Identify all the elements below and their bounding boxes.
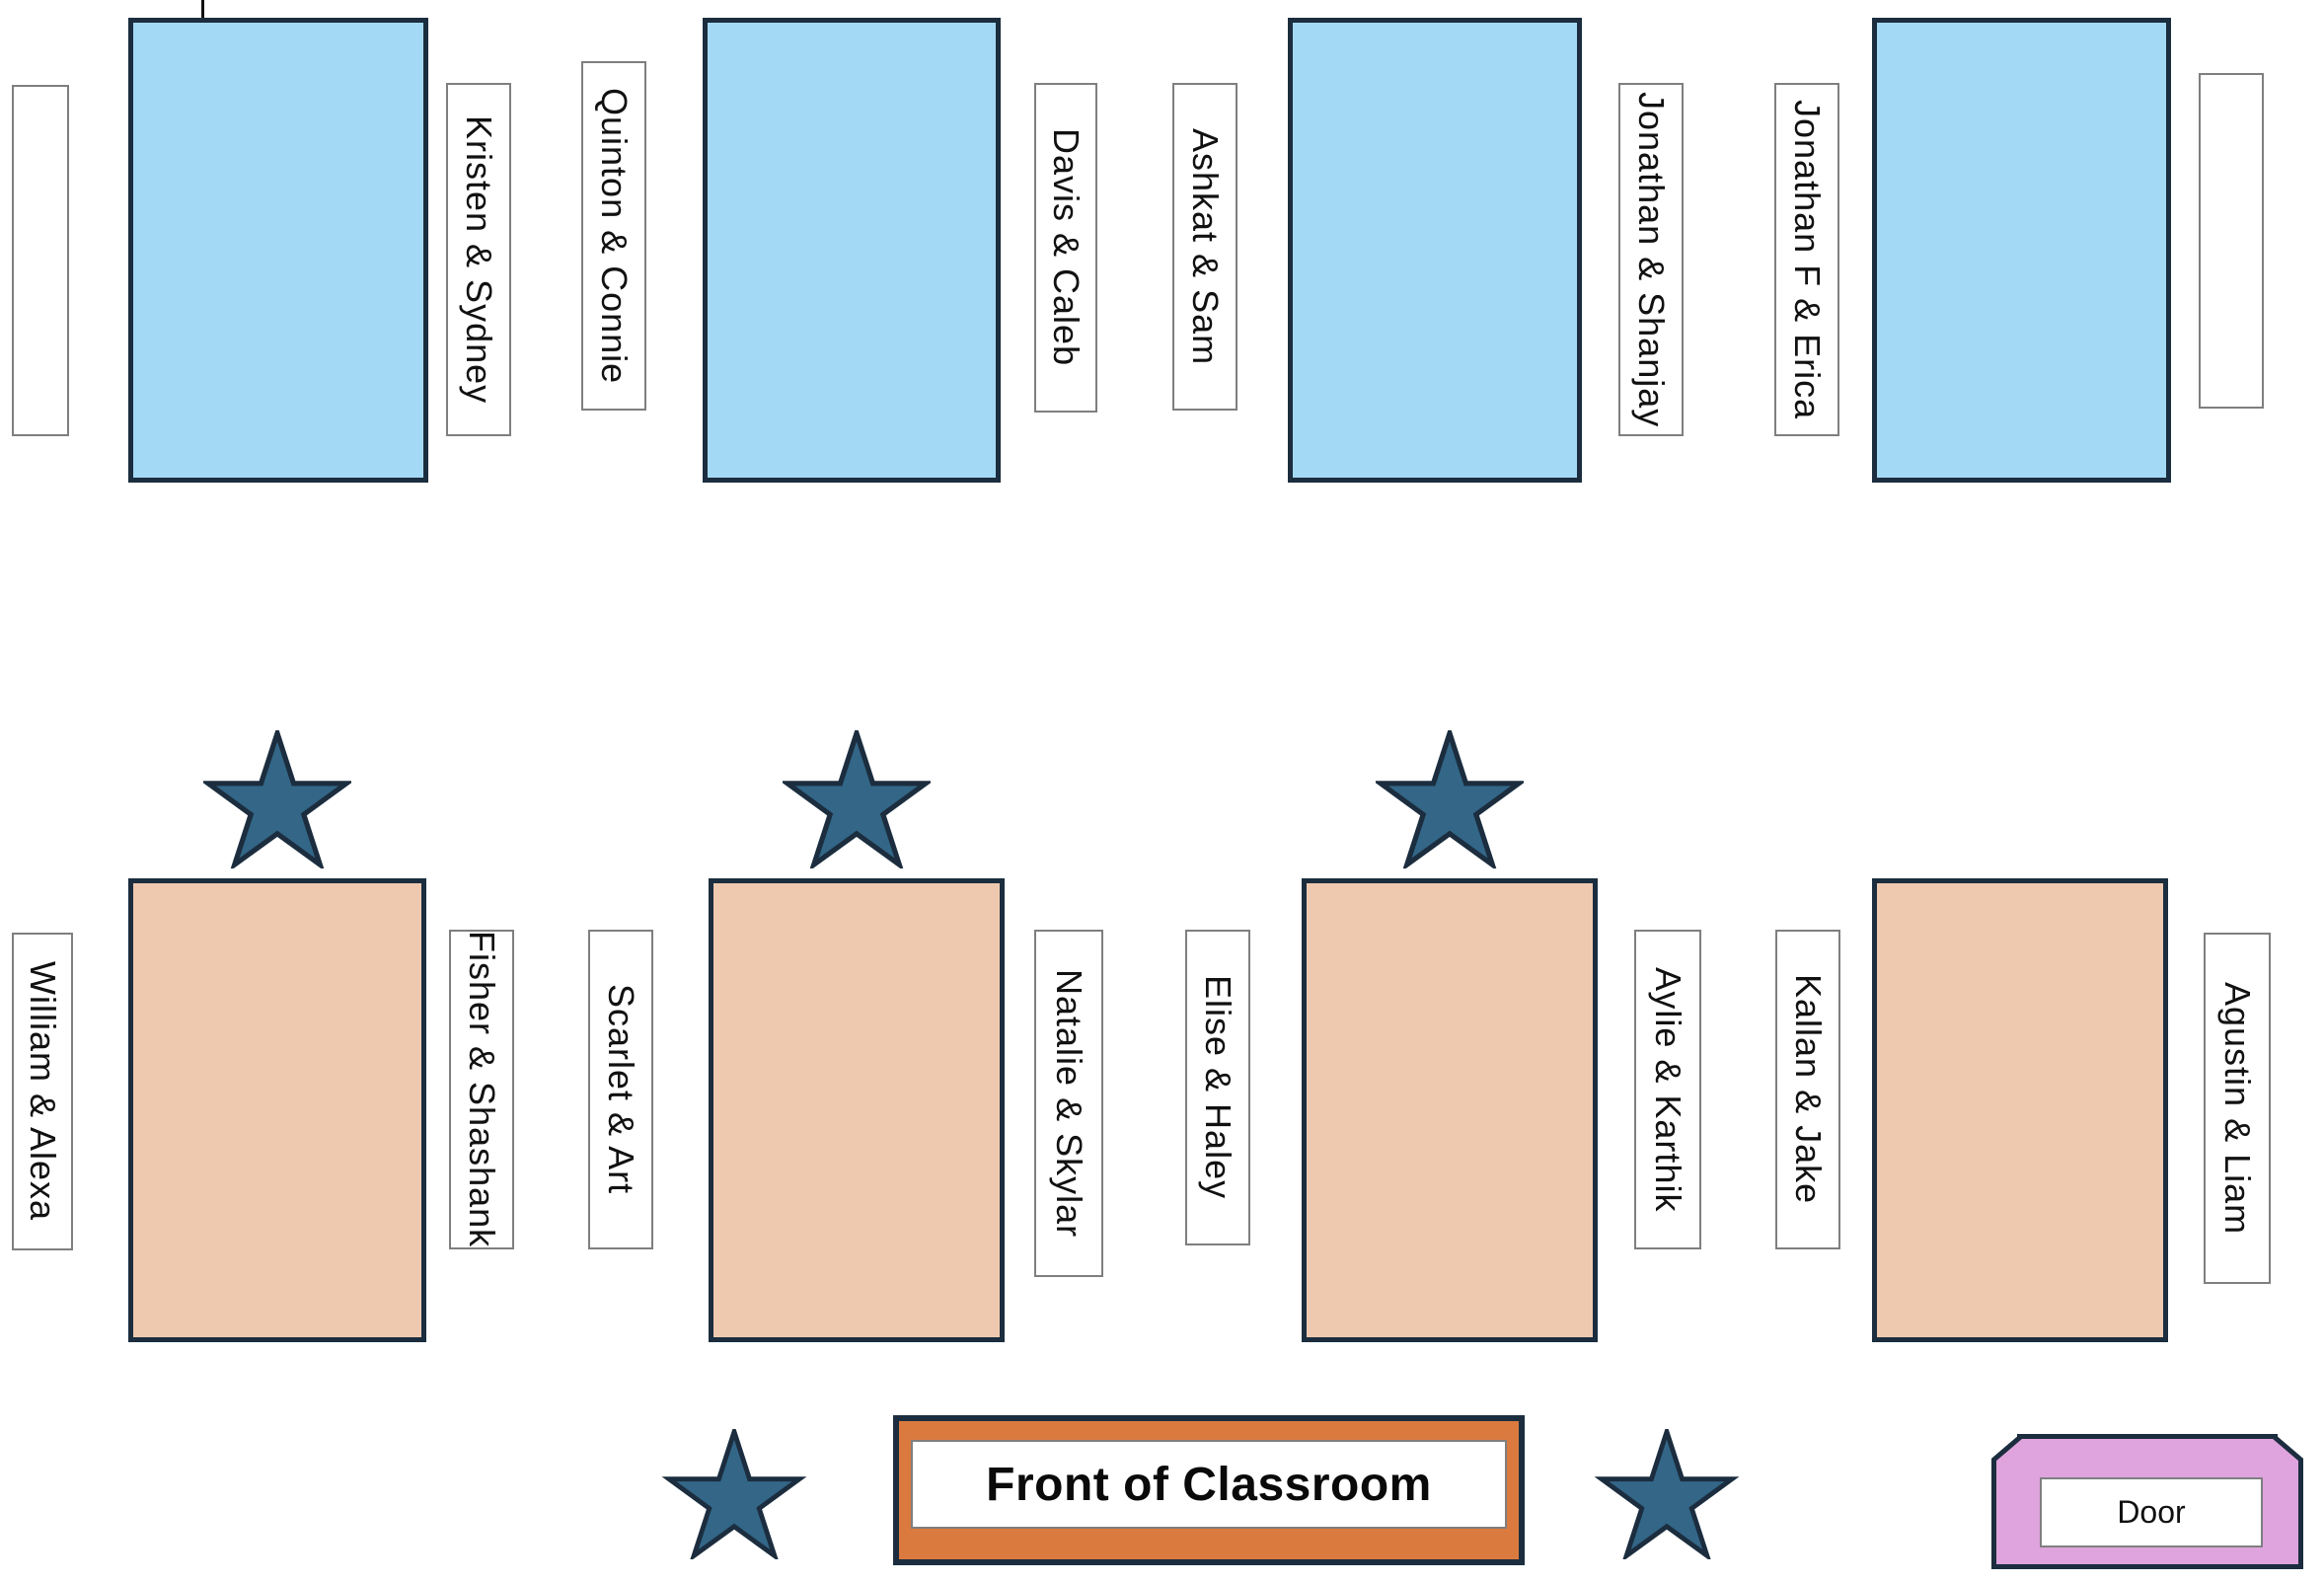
star-icon bbox=[1594, 1429, 1740, 1559]
seat-label-text: Elise & Haley bbox=[1198, 975, 1238, 1200]
door-label-box: Door bbox=[2040, 1477, 2263, 1547]
label-kallan-jake: Kallan & Jake bbox=[1775, 930, 1840, 1249]
label-jonathan-f-erica: Jonathan F & Erica bbox=[1774, 83, 1839, 436]
seat-label-text: Fisher & Shashank bbox=[462, 931, 502, 1248]
front-of-classroom-banner: Front of Classroom bbox=[893, 1415, 1525, 1565]
seat-label-text: Scarlet & Art bbox=[601, 984, 641, 1195]
stray-mark-line bbox=[201, 0, 204, 31]
seat-label-text: Aylie & Karthik bbox=[1648, 966, 1688, 1213]
table-blue-1 bbox=[128, 18, 428, 483]
star-icon bbox=[1376, 730, 1524, 868]
label-elise-haley: Elise & Haley bbox=[1185, 930, 1250, 1245]
label-natalie-skylar: Natalie & Skylar bbox=[1034, 930, 1103, 1277]
star-icon bbox=[661, 1429, 807, 1559]
table-blue-2 bbox=[703, 18, 1001, 483]
seat-label-text: Kristen & Sydney bbox=[459, 114, 499, 405]
label-agustin-liam: Agustin & Liam bbox=[2204, 933, 2271, 1284]
table-peach-3 bbox=[1302, 878, 1598, 1342]
label-william-alexa: William & Alexa bbox=[12, 933, 73, 1250]
star-icon bbox=[783, 730, 931, 868]
seat-label-text: Agustin & Liam bbox=[2217, 981, 2258, 1236]
table-blue-4 bbox=[1872, 18, 2171, 483]
label-ashkat-sam: Ashkat & Sam bbox=[1172, 83, 1237, 411]
seat-label-text: Kallan & Jake bbox=[1788, 974, 1829, 1205]
table-blue-3 bbox=[1288, 18, 1582, 483]
seat-label-text: Quinton & Connie bbox=[594, 87, 635, 385]
label-jonathan-shanjay: Jonathan & Shanjay bbox=[1618, 83, 1684, 436]
seat-label-text: Jonathan F & Erica bbox=[1787, 99, 1828, 420]
label-fisher-shashank: Fisher & Shashank bbox=[449, 930, 514, 1249]
door-text: Door bbox=[2117, 1494, 2186, 1530]
seat-label-text: Davis & Caleb bbox=[1046, 128, 1087, 367]
table-peach-4 bbox=[1872, 878, 2168, 1342]
label-blank-top-right bbox=[2199, 73, 2264, 409]
star-icon bbox=[203, 730, 351, 868]
seat-label-text: William & Alexa bbox=[23, 961, 63, 1222]
door-shape: Door bbox=[1991, 1434, 2303, 1569]
front-of-classroom-text: Front of Classroom bbox=[986, 1458, 1432, 1511]
label-quinton-connie: Quinton & Connie bbox=[581, 61, 646, 411]
seat-label-text: Jonathan & Shanjay bbox=[1631, 91, 1672, 428]
label-scarlet-art: Scarlet & Art bbox=[588, 930, 653, 1249]
label-davis-caleb: Davis & Caleb bbox=[1034, 83, 1097, 413]
label-kristen-sydney: Kristen & Sydney bbox=[446, 83, 511, 436]
label-blank-top-left bbox=[12, 85, 69, 436]
seat-label-text: Ashkat & Sam bbox=[1185, 127, 1226, 366]
front-of-classroom-label-box: Front of Classroom bbox=[911, 1440, 1507, 1529]
table-peach-2 bbox=[709, 878, 1005, 1342]
seat-label-text: Natalie & Skylar bbox=[1049, 968, 1089, 1239]
label-aylie-karthik: Aylie & Karthik bbox=[1634, 930, 1701, 1249]
table-peach-1 bbox=[128, 878, 426, 1342]
